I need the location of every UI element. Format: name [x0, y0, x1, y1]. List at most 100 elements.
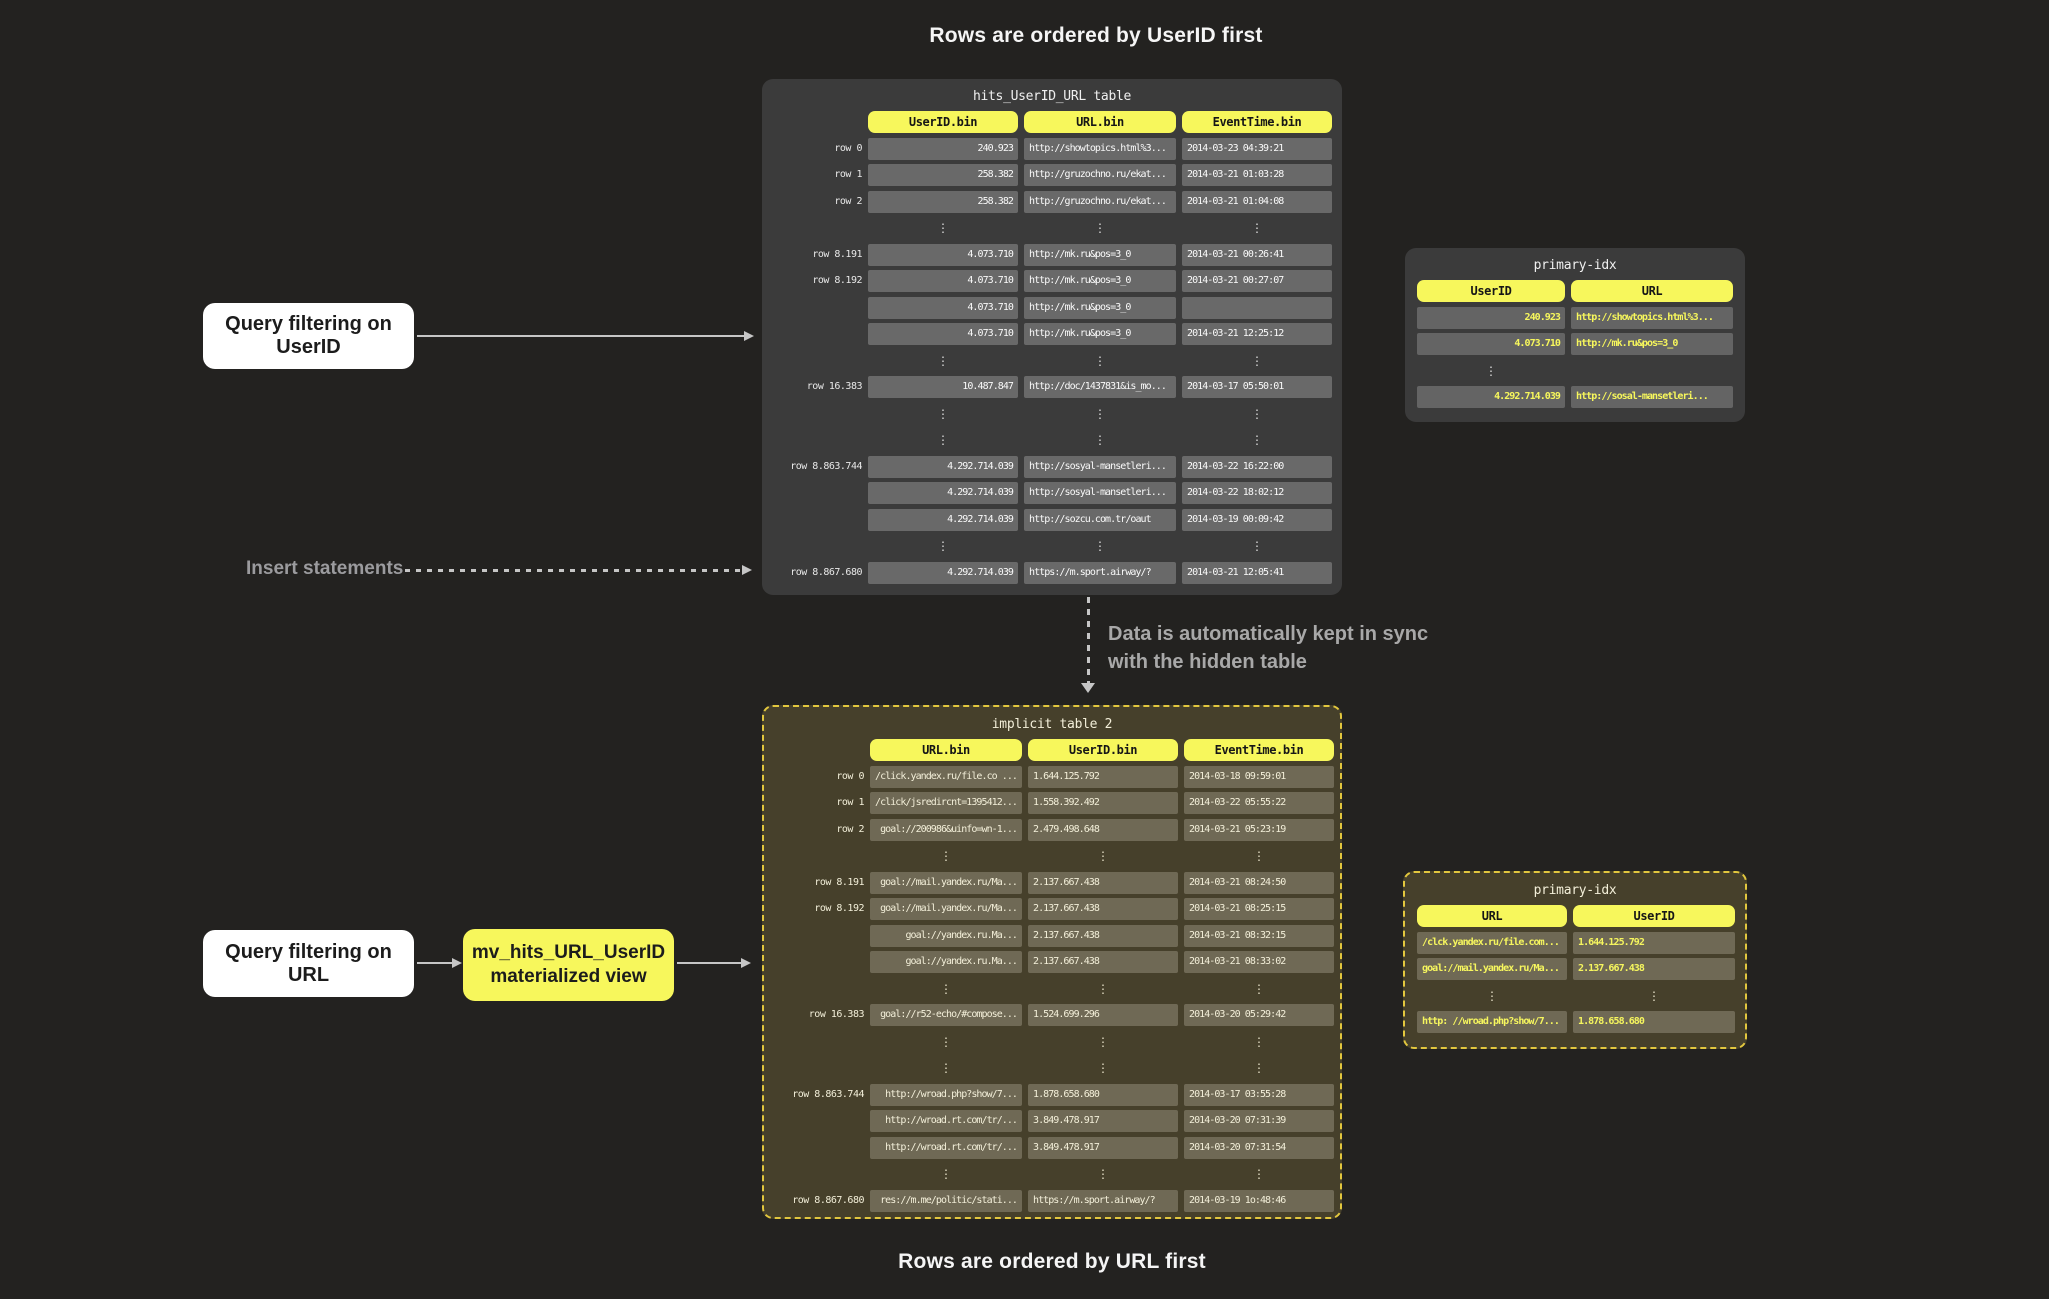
- row-label: row 16.383: [806, 381, 863, 392]
- table-cell: 1.644.125.792: [1573, 931, 1735, 954]
- ellipsis: ⋮: [1251, 221, 1263, 235]
- row-label: [776, 951, 864, 973]
- table-cell: 2014-03-20 07:31:54: [1184, 1136, 1334, 1159]
- column-header: URL.bin: [870, 739, 1022, 761]
- table-cell: goal://mail.yandex.ru/Ma...: [1417, 958, 1567, 980]
- table-cell: 4.073.710: [868, 270, 1018, 292]
- table-cell: 4.292.714.039: [868, 508, 1018, 531]
- table-cell: 240.923: [868, 137, 1018, 160]
- ellipsis-row: ⋮⋮⋮: [762, 217, 1342, 239]
- row-label: row 0: [834, 142, 862, 154]
- table-cell: http://mk.ru&pos=3_0: [1024, 323, 1176, 345]
- ellipsis: ⋮: [937, 353, 949, 368]
- ellipsis-row: ⋮⋮⋮: [764, 1031, 1340, 1053]
- top-title: Rows are ordered by UserID first: [929, 24, 1263, 47]
- table-cell: 2014-03-20 05:29:42: [1184, 1004, 1334, 1026]
- ellipsis: ⋮: [1094, 433, 1106, 447]
- table-cell: 2.137.667.438: [1028, 871, 1178, 894]
- row-label: row 8.863.744: [790, 460, 862, 472]
- table-cell: 2014-03-18 09:59:01: [1184, 765, 1334, 788]
- table-cell: goal://200986&uinfo=wn-1...: [870, 818, 1022, 841]
- row-label: [774, 535, 862, 557]
- sync-note: Data is automatically kept in sync with …: [1108, 620, 1438, 676]
- table-cell: /click/jsredircnt=1395412...: [870, 792, 1022, 814]
- table-cell: 2014-03-22 16:22:00: [1182, 455, 1332, 478]
- table-cell: 4.073.710: [1417, 333, 1565, 355]
- table-cell: http://mk.ru&pos=3_0: [1024, 296, 1176, 319]
- implicit-table: implicit table 2 URL.bin UserID.bin EventTi…: [762, 705, 1342, 1219]
- ellipsis: ⋮: [1253, 981, 1265, 996]
- row-label: [774, 323, 862, 345]
- table-cell: http://mk.ru&pos=3_0: [1571, 333, 1733, 355]
- ellipsis: ⋮: [1648, 988, 1660, 1003]
- column-header: EventTime.bin: [1184, 739, 1334, 761]
- table-cell: 2014-03-21 12:25:12: [1182, 323, 1332, 345]
- table-title: implicit table 2: [991, 717, 1113, 732]
- table-cell: http://sosyal-mansetleri...: [1024, 482, 1176, 504]
- row-label: [774, 403, 862, 425]
- table-cell: http://wroad.rt.com/tr/...: [870, 1136, 1022, 1159]
- table-cell: 4.292.714.039: [868, 561, 1018, 584]
- ellipsis: ⋮: [940, 981, 952, 996]
- table-cell: 2014-03-21 00:26:41: [1182, 243, 1332, 266]
- insert-statements-arrowhead: [742, 565, 752, 575]
- ellipsis-row: ⋮⋮⋮: [762, 350, 1342, 372]
- ellipsis: ⋮: [940, 1034, 952, 1049]
- table-cell: https://m.sport.airway/?: [1024, 561, 1176, 584]
- row-label-spacer: [776, 739, 864, 761]
- query-url-arrow2-line: [677, 962, 742, 964]
- table-cell: http://gruzochno.ru/ekat...: [1024, 164, 1176, 186]
- table-cell: 2014-03-23 04:39:21: [1182, 137, 1332, 160]
- ellipsis: ⋮: [1251, 406, 1263, 421]
- sync-note-line1: Data is automatically kept in sync: [1108, 623, 1429, 645]
- table-cell: 2.137.667.438: [1573, 958, 1735, 980]
- row-label: [776, 845, 864, 867]
- row-label-spacer: [774, 111, 862, 133]
- row-label: row 8.867.680: [790, 566, 862, 578]
- table-cell: 258.382: [868, 190, 1018, 213]
- table-cell: 4.292.714.039: [868, 455, 1018, 478]
- ellipsis: ⋮: [1253, 1034, 1265, 1049]
- table-cell: 10.487.847: [868, 376, 1018, 398]
- row-label: [774, 482, 862, 504]
- sync-dashed-line: [1087, 597, 1090, 683]
- query-filtering-url-label: Query filtering on URL: [225, 940, 392, 986]
- ellipsis: ⋮: [1253, 849, 1265, 863]
- table-cell: 2014-03-21 08:33:02: [1184, 951, 1334, 973]
- table-cell: 2014-03-21 08:32:15: [1184, 924, 1334, 947]
- column-header: URL: [1417, 905, 1567, 927]
- table-cell: 2.479.498.648: [1028, 818, 1178, 841]
- table-cell: goal://yandex.ru.Ma...: [870, 951, 1022, 973]
- table-cell: 2.137.667.438: [1028, 898, 1178, 920]
- ellipsis: ⋮: [940, 1167, 952, 1181]
- table-cell: 1.878.658.680: [1028, 1083, 1178, 1106]
- table-title: hits_UserID_URL table: [972, 89, 1132, 104]
- ellipsis: ⋮: [1094, 406, 1106, 421]
- table-cell: 258.382: [868, 164, 1018, 186]
- row-label: [776, 1137, 864, 1159]
- row-label: [774, 297, 862, 319]
- table-cell: 2014-03-21 12:05:41: [1182, 561, 1332, 584]
- table-cell: 2014-03-22 05:55:22: [1184, 792, 1334, 814]
- row-label: [774, 429, 862, 451]
- row-label: row 8.191: [812, 248, 862, 260]
- materialized-view-box: mv_hits_URL_UserID materialized view: [463, 929, 674, 1001]
- ellipsis: ⋮: [940, 849, 952, 863]
- table-cell: 2014-03-17 05:50:01: [1182, 376, 1332, 398]
- table-cell: 2014-03-21 08:24:50: [1184, 871, 1334, 894]
- column-header: UserID.bin: [1028, 739, 1178, 761]
- table-cell: http://mk.ru&pos=3_0: [1024, 243, 1176, 266]
- table-title: primary-idx: [1533, 258, 1617, 273]
- ellipsis-row: ⋮⋮⋮: [762, 535, 1342, 557]
